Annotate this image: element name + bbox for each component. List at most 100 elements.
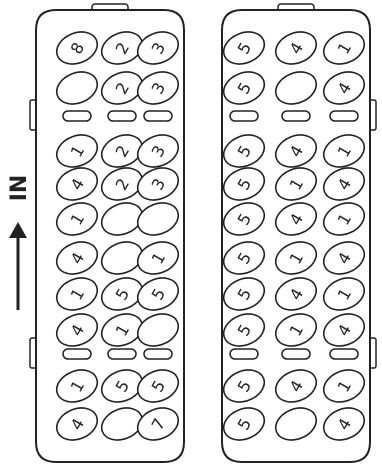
right-panel-slot — [329, 110, 359, 122]
right-well: 4 — [322, 167, 366, 201]
left-panel-slot — [62, 110, 92, 122]
right-well: 1 — [322, 134, 366, 168]
left-well-outline — [136, 369, 180, 403]
left-well: 4 — [55, 407, 99, 441]
right-well-outline — [322, 202, 366, 236]
right-well-outline — [222, 369, 266, 403]
left-well-outline — [55, 31, 99, 65]
left-well — [100, 407, 144, 441]
left-well: 7 — [136, 407, 180, 441]
left-well: 2 — [100, 167, 144, 201]
right-well-outline — [322, 369, 366, 403]
right-well-outline — [274, 31, 318, 65]
right-well: 5 — [222, 407, 266, 441]
left-well: 2 — [100, 31, 144, 65]
right-well-outline — [322, 277, 366, 311]
left-well-outline — [55, 71, 99, 105]
left-well-outline — [100, 31, 144, 65]
left-well-outline — [100, 241, 144, 275]
right-well: 1 — [322, 369, 366, 403]
left-panel-slot — [143, 110, 173, 122]
left-well-outline — [136, 241, 180, 275]
right-well: 1 — [322, 202, 366, 236]
left-well-outline — [55, 313, 99, 347]
left-well: 1 — [136, 241, 180, 275]
right-well: 5 — [222, 134, 266, 168]
left-well: 1 — [55, 277, 99, 311]
right-well-outline — [274, 313, 318, 347]
left-well: 2 — [100, 134, 144, 168]
left-well-outline — [55, 241, 99, 275]
left-well: 4 — [55, 241, 99, 275]
left-well: 1 — [55, 369, 99, 403]
left-well — [100, 241, 144, 275]
right-well: 5 — [222, 31, 266, 65]
right-well-outline — [222, 31, 266, 65]
left-well: 3 — [136, 71, 180, 105]
left-well: 5 — [136, 369, 180, 403]
right-well-outline — [274, 202, 318, 236]
direction-indicator: IN — [7, 175, 32, 310]
right-panel-slot — [229, 110, 259, 122]
left-well — [136, 313, 180, 347]
left-well — [55, 71, 99, 105]
right-well: 1 — [274, 313, 318, 347]
left-well-outline — [55, 167, 99, 201]
right-well: 4 — [322, 71, 366, 105]
left-well-outline — [100, 407, 144, 441]
left-well-outline — [55, 134, 99, 168]
right-well: 1 — [322, 31, 366, 65]
left-well: 2 — [100, 71, 144, 105]
direction-arrowhead-icon — [9, 222, 27, 238]
left-well: 4 — [55, 313, 99, 347]
left-well-outline — [55, 369, 99, 403]
right-well: 1 — [322, 277, 366, 311]
left-well-outline — [100, 277, 144, 311]
left-well: 5 — [100, 369, 144, 403]
right-well-outline — [274, 369, 318, 403]
right-well: 4 — [274, 277, 318, 311]
right-well-outline — [222, 313, 266, 347]
right-well-outline — [274, 241, 318, 275]
right-well: 5 — [222, 277, 266, 311]
left-well: 8 — [55, 31, 99, 65]
right-well-outline — [322, 31, 366, 65]
left-well: 4 — [55, 167, 99, 201]
right-well: 4 — [322, 313, 366, 347]
left-well-outline — [136, 31, 180, 65]
left-panel-slot — [107, 348, 137, 360]
right-well: 4 — [274, 31, 318, 65]
left-well-outline — [100, 313, 144, 347]
right-panel-slot — [281, 110, 311, 122]
right-well: 4 — [274, 202, 318, 236]
right-panel-slot — [229, 348, 259, 360]
right-well: 4 — [274, 369, 318, 403]
left-well-outline — [100, 202, 144, 236]
left-well-outline — [100, 134, 144, 168]
right-well-outline — [322, 71, 366, 105]
right-well-outline — [274, 277, 318, 311]
right-well-outline — [322, 407, 366, 441]
left-well: 1 — [100, 313, 144, 347]
left-panel-slot — [62, 348, 92, 360]
left-well-outline — [136, 277, 180, 311]
left-well-outline — [55, 277, 99, 311]
right-panel-slot — [329, 348, 359, 360]
left-well-outline — [136, 313, 180, 347]
left-well — [100, 202, 144, 236]
right-well-outline — [274, 71, 318, 105]
left-well — [136, 202, 180, 236]
right-well-outline — [322, 313, 366, 347]
right-well-outline — [222, 134, 266, 168]
direction-label: IN — [7, 175, 32, 202]
left-well: 1 — [55, 202, 99, 236]
right-well-outline — [322, 241, 366, 275]
left-well-outline — [55, 202, 99, 236]
right-well: 5 — [222, 313, 266, 347]
left-well-outline — [136, 134, 180, 168]
left-well: 5 — [100, 277, 144, 311]
left-panel-slot — [143, 348, 173, 360]
right-well: 5 — [222, 71, 266, 105]
